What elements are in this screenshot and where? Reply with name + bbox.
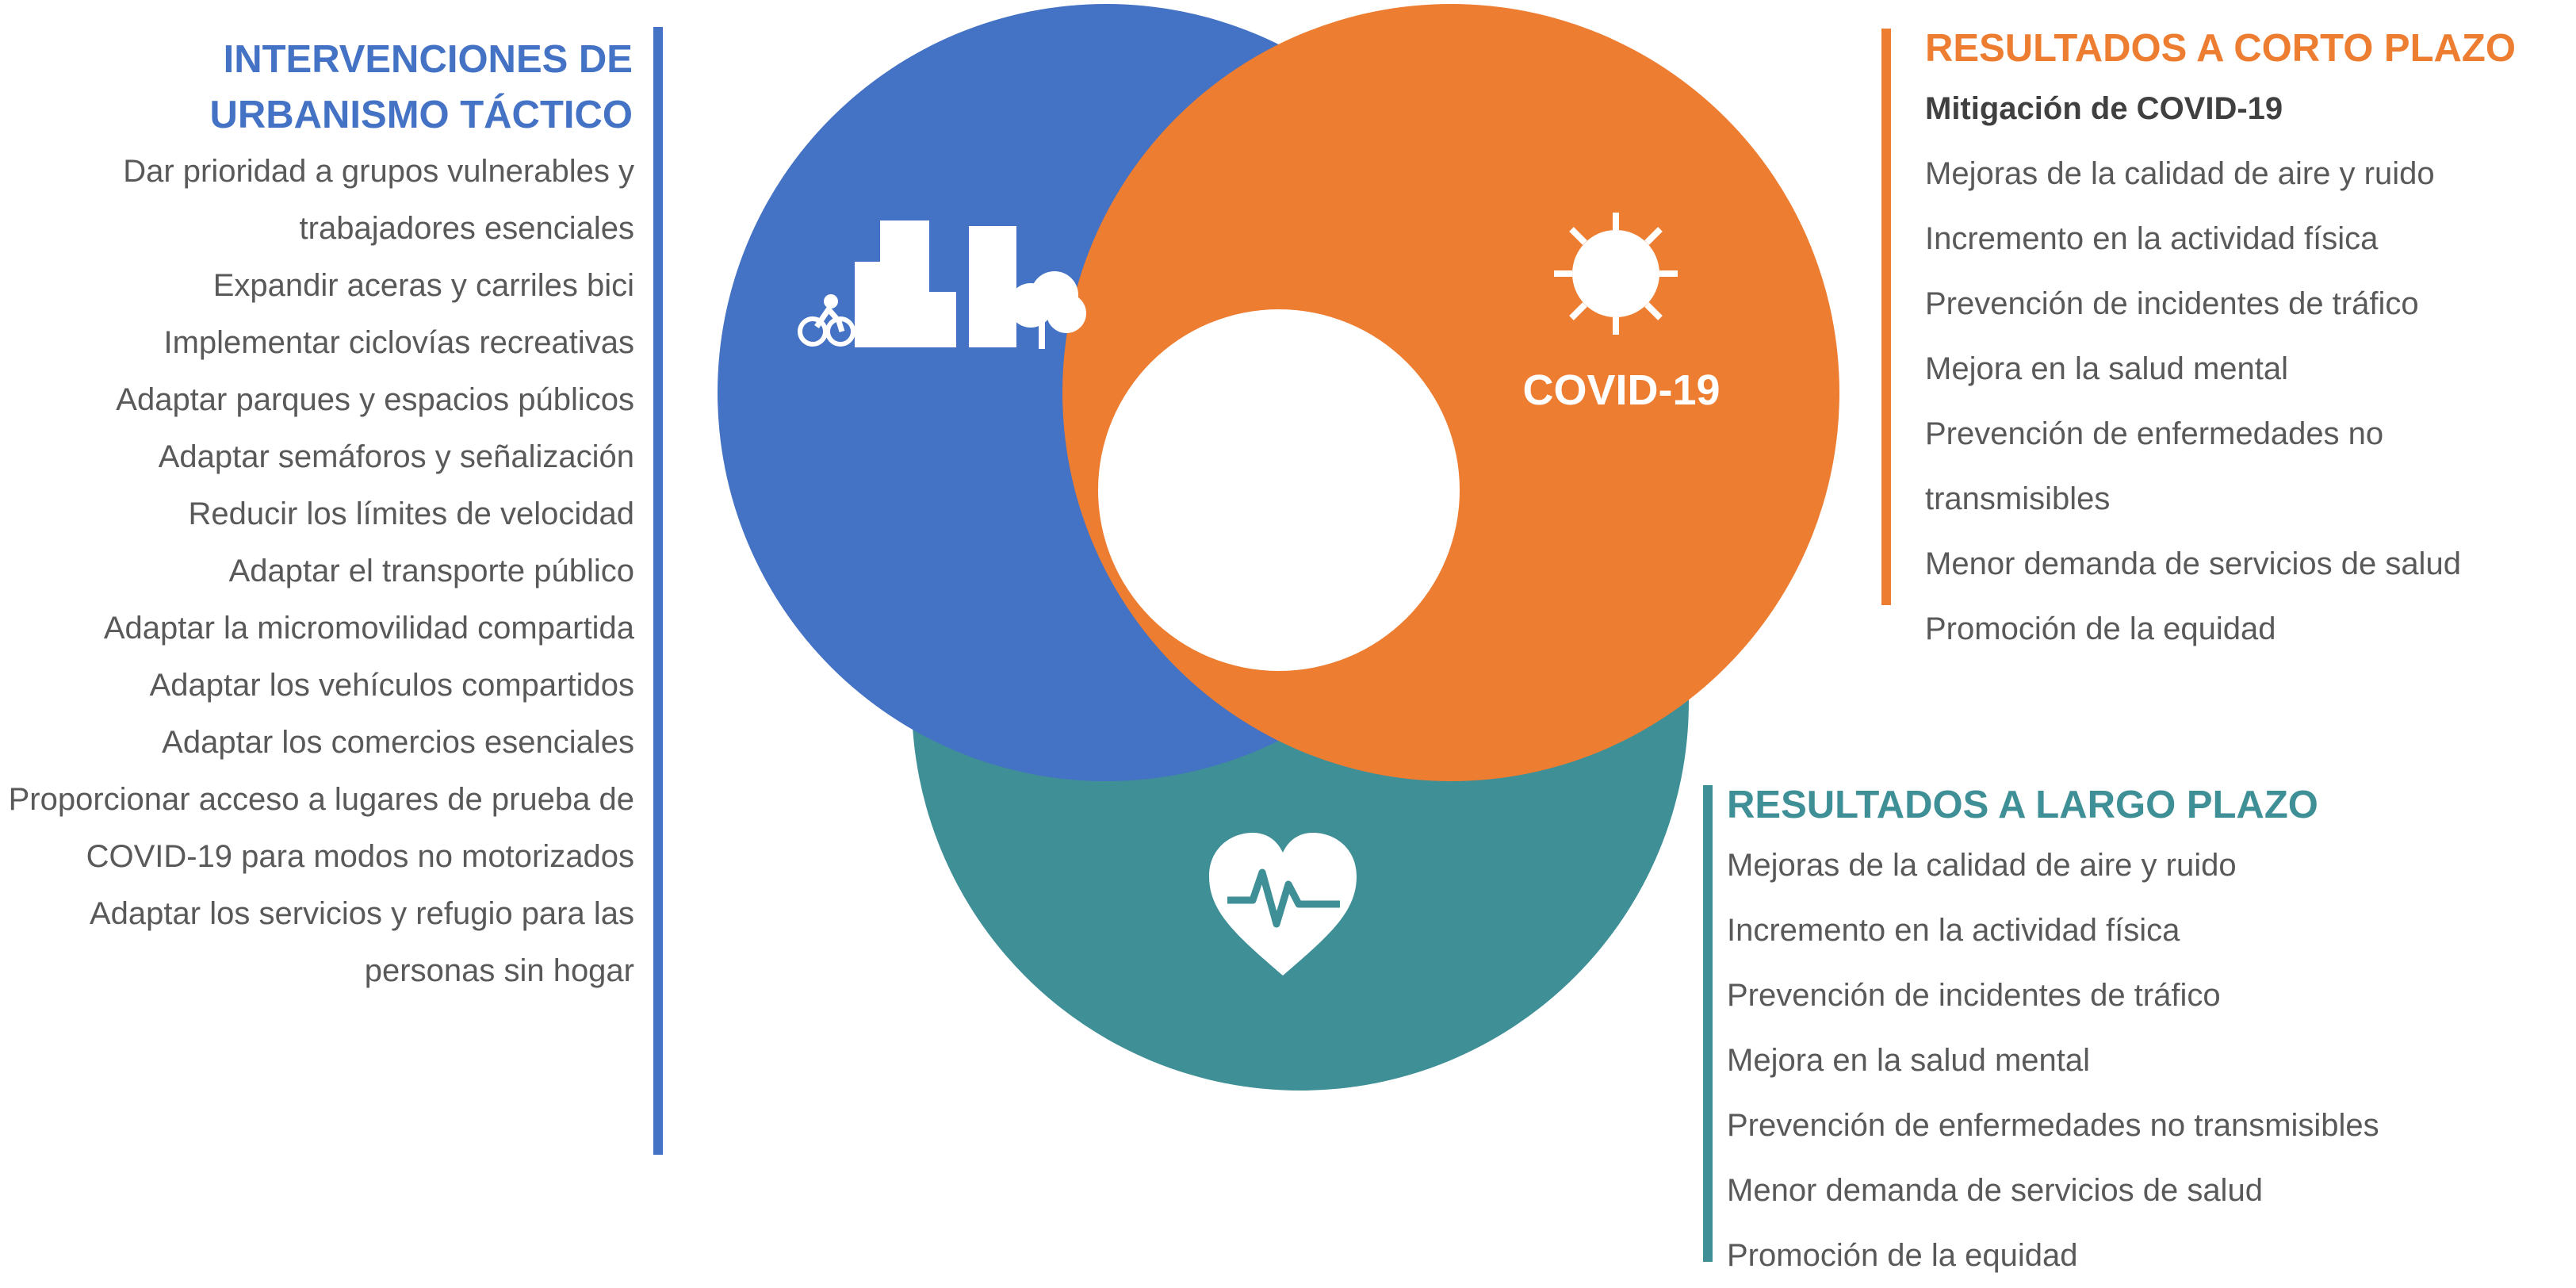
short-term-divider (1881, 29, 1891, 605)
list-item: Mejora en la salud mental (1727, 1043, 2091, 1078)
list-item: Reducir los límites de velocidad (188, 496, 634, 531)
center-hole (1098, 309, 1460, 671)
list-item: Incremento en la actividad física (1727, 913, 2180, 948)
long-term-title: RESULTADOS A LARGO PLAZO (1727, 784, 2318, 826)
list-item: Mejoras de la calidad de aire y ruido (1925, 156, 2435, 191)
list-item: Adaptar los comercios esenciales (162, 725, 634, 760)
list-item: Prevención de enfermedades no transmisib… (1925, 416, 2384, 516)
list-item: Prevención de enfermedades no transmisib… (1727, 1108, 2379, 1143)
long-term-divider (1703, 785, 1713, 1262)
interventions-list: Dar prioridad a grupos vulnerables y tra… (0, 143, 634, 999)
list-item: Expandir aceras y carriles bici (212, 268, 634, 303)
interventions-title-line1: INTERVENCIONES DE (223, 38, 633, 81)
list-item: Adaptar los vehículos compartidos (149, 668, 634, 703)
list-item: Mitigación de COVID-19 (1925, 91, 2283, 126)
short-term-list: Mitigación de COVID-19 Mejoras de la cal… (1925, 76, 2575, 661)
short-term-column: RESULTADOS A CORTO PLAZO Mitigación de C… (1925, 21, 2575, 661)
list-item: Adaptar los servicios y refugio para las (90, 896, 634, 931)
list-item: Prevención de incidentes de tráfico (1727, 978, 2221, 1013)
interventions-title-line2: URBANISMO TÁCTICO (209, 94, 633, 136)
long-term-column: RESULTADOS A LARGO PLAZO Mejoras de la c… (1727, 777, 2567, 1288)
list-item: Promoción de la equidad (1925, 611, 2276, 646)
list-item: Menor demanda de servicios de salud (1925, 546, 2461, 581)
list-item: trabajadores esenciales (299, 211, 634, 246)
list-item: Adaptar parques y espacios públicos (116, 382, 634, 417)
city-icon (798, 220, 1086, 349)
list-item: Promoción de la equidad (1727, 1238, 2078, 1273)
short-term-title: RESULTADOS A CORTO PLAZO (1925, 27, 2516, 70)
list-item: Mejora en la salud mental (1925, 351, 2289, 386)
list-item: Adaptar el transporte público (228, 554, 634, 588)
list-item: Prevención de incidentes de tráfico (1925, 286, 2419, 321)
list-item: Adaptar semáforos y señalización (158, 439, 634, 474)
list-item: personas sin hogar (364, 953, 634, 988)
long-term-list: Mejoras de la calidad de aire y ruido In… (1727, 833, 2567, 1288)
covid-label: COVID-19 (1522, 366, 1720, 414)
list-item: Incremento en la actividad física (1925, 221, 2379, 256)
list-item: Implementar ciclovías recreativas (163, 325, 634, 360)
list-item: Mejoras de la calidad de aire y ruido (1727, 848, 2237, 883)
list-item: Menor demanda de servicios de salud (1727, 1173, 2263, 1208)
virus-icon (1554, 213, 1678, 335)
interventions-divider (653, 27, 663, 1155)
list-item: Proporcionar acceso a lugares de prueba … (8, 782, 634, 817)
ring-diagram: COVID-19 (718, 4, 1839, 1091)
list-item: Adaptar la micromovilidad compartida (103, 611, 634, 646)
interventions-column: INTERVENCIONES DE URBANISMO TÁCTICO Dar … (0, 32, 634, 999)
heart-pulse-icon (1209, 833, 1357, 976)
list-item: COVID-19 para modos no motorizados (86, 839, 634, 874)
list-item: Dar prioridad a grupos vulnerables y (123, 154, 634, 189)
